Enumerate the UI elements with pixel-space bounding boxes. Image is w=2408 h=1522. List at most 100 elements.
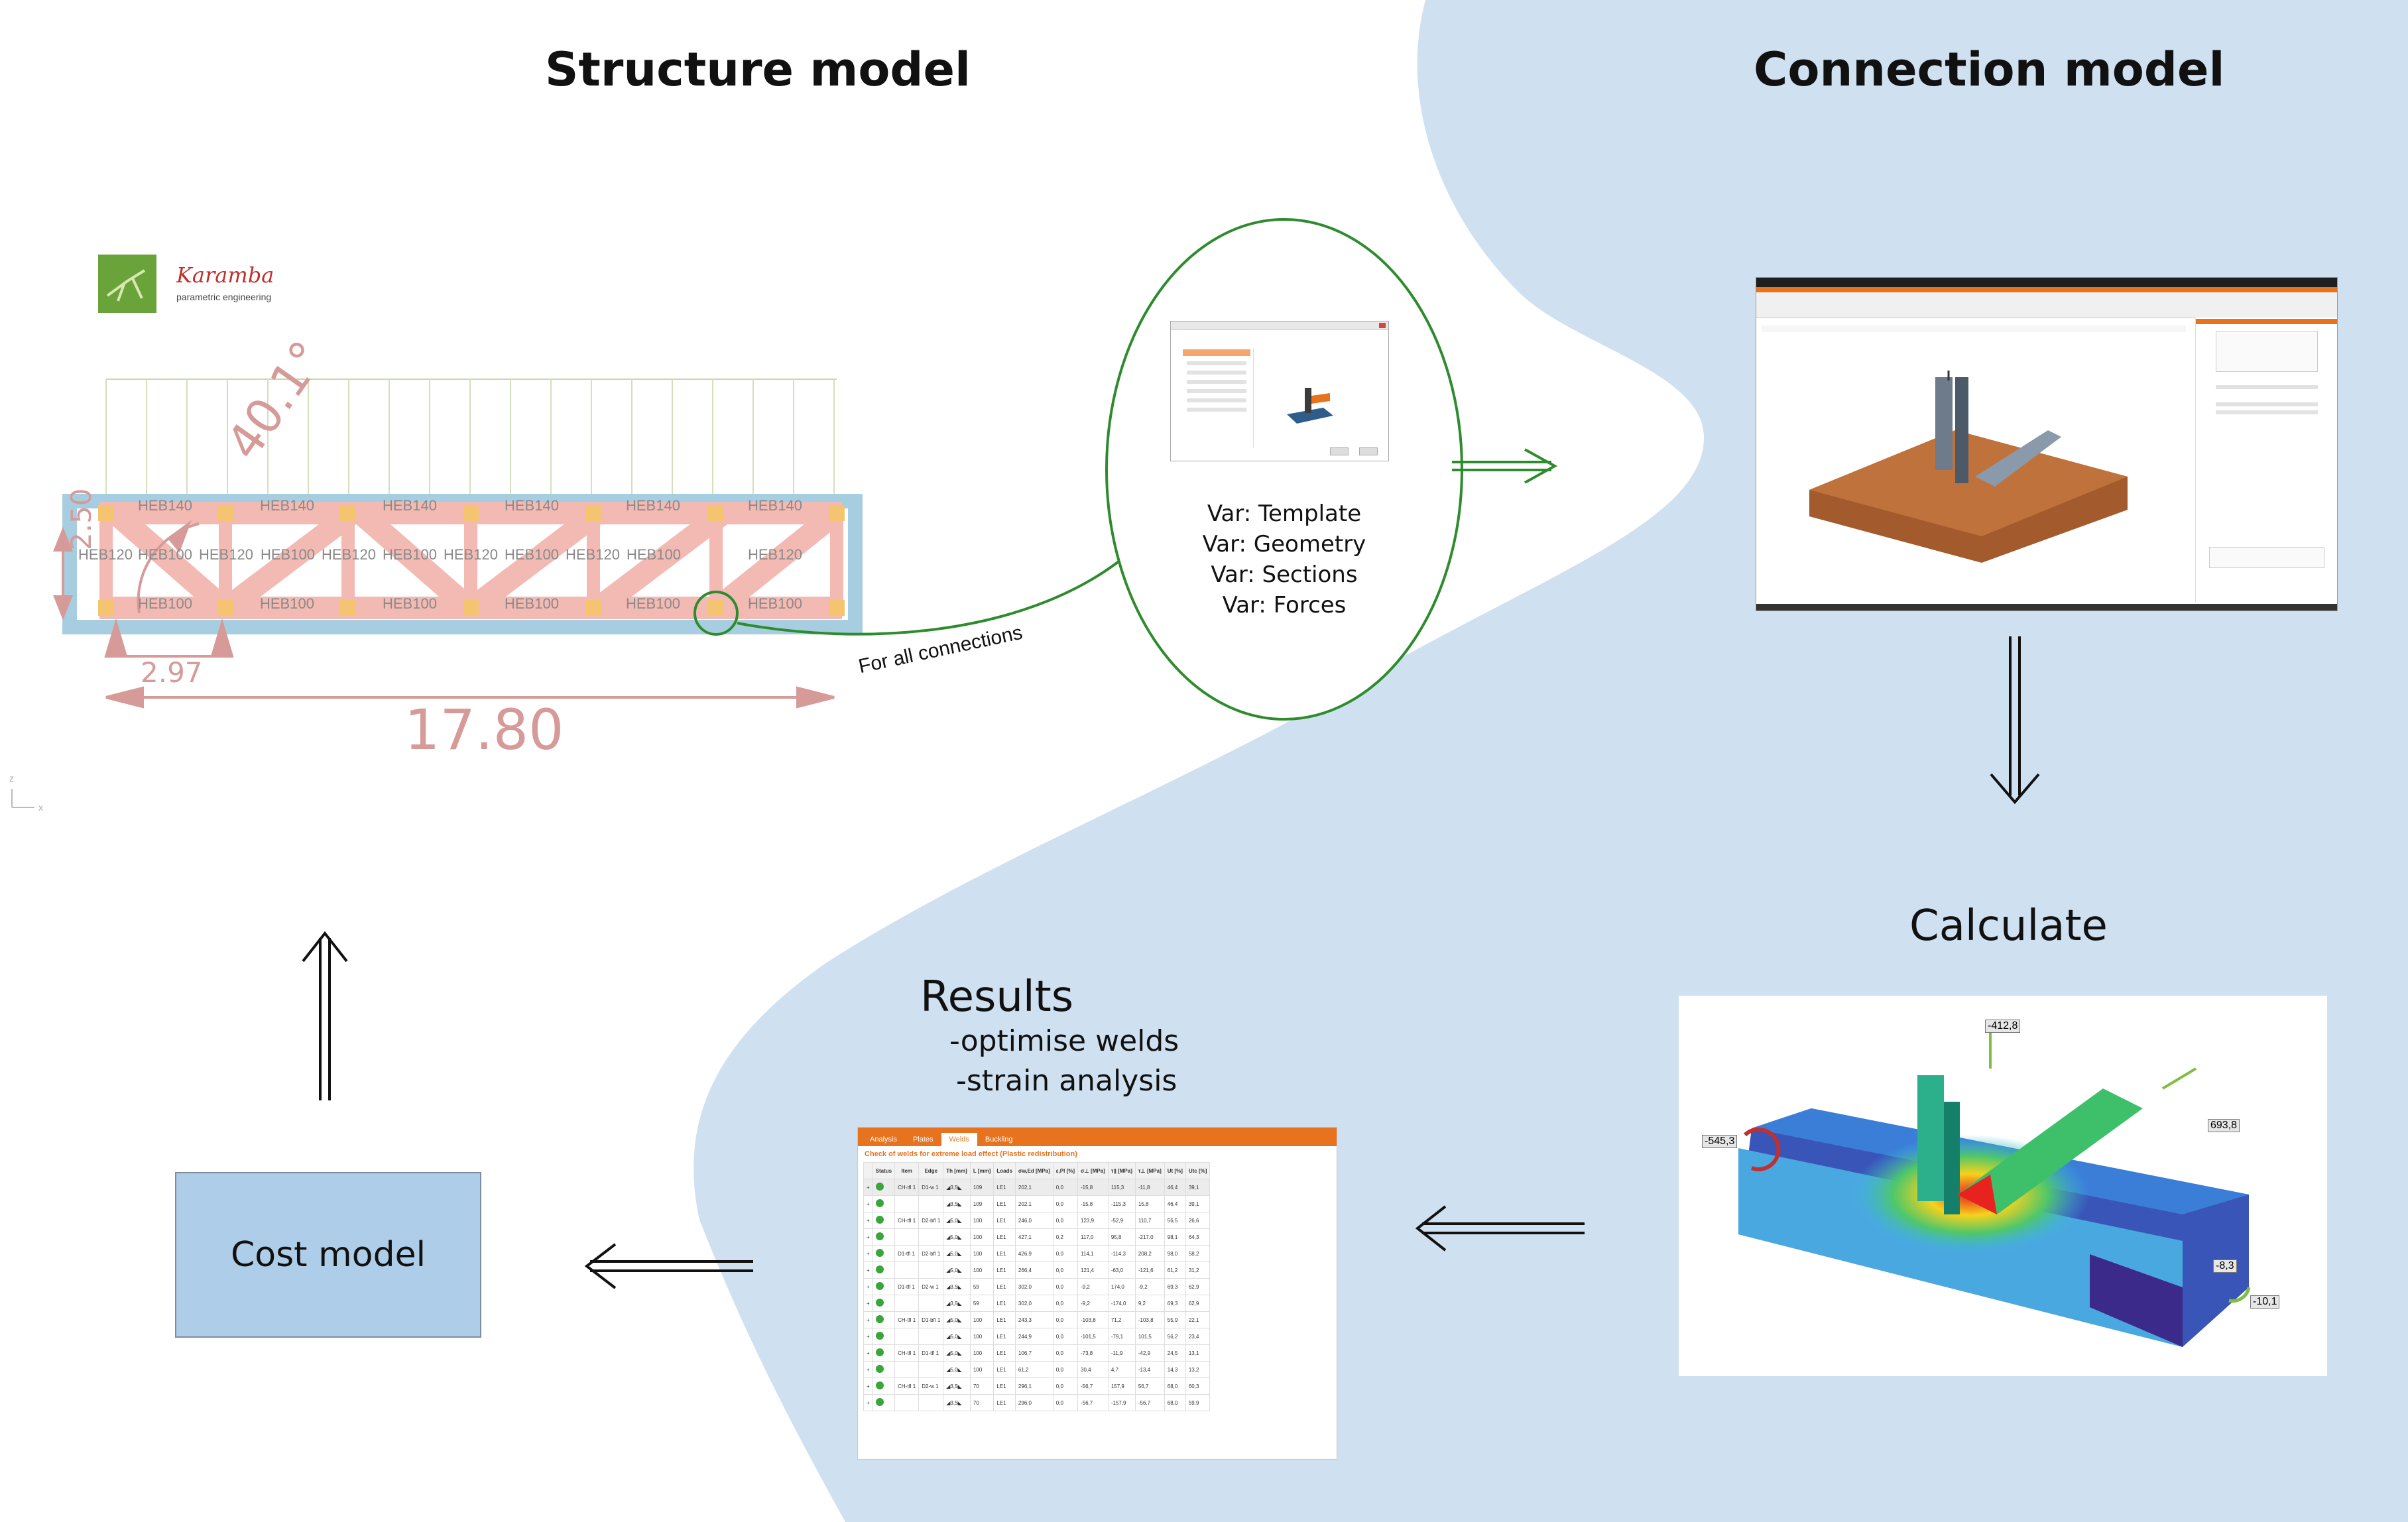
truss-node: [217, 505, 233, 521]
table-cell: 56,7: [1134, 1377, 1165, 1395]
results-tab-welds[interactable]: Welds: [941, 1133, 977, 1146]
table-cell: 56,5: [1164, 1212, 1186, 1229]
expand-icon[interactable]: +: [863, 1344, 873, 1362]
expand-icon[interactable]: +: [863, 1228, 873, 1246]
top-chord-label: HEB140: [260, 497, 314, 514]
expand-icon[interactable]: +: [863, 1311, 873, 1328]
column-header: τ⊥ [MPa]: [1134, 1162, 1165, 1179]
table-cell: -174,0: [1107, 1295, 1136, 1312]
table-cell: 0,0: [1052, 1195, 1079, 1212]
template-preview-icon: [1287, 388, 1333, 424]
expand-icon[interactable]: +: [863, 1295, 873, 1312]
table-cell: 157,9: [1107, 1377, 1136, 1395]
check-icon: [875, 1216, 884, 1224]
expand-icon[interactable]: +: [863, 1394, 873, 1411]
connection-model-title: Connection model: [1754, 42, 2225, 97]
truss-nodes: [98, 505, 845, 616]
table-cell: 100: [969, 1261, 994, 1279]
status-ok-icon: [872, 1228, 896, 1246]
expand-icon[interactable]: +: [863, 1245, 873, 1262]
table-cell: -56,7: [1134, 1394, 1165, 1411]
app-ribbon-tabs: [1756, 287, 2337, 292]
app-statusbar: [1756, 604, 2337, 611]
panel-dimension: 2.97: [141, 656, 203, 689]
table-cell: ◢5,0◣: [943, 1328, 971, 1345]
table-cell: 98,1: [1164, 1228, 1186, 1246]
column-header: σw,Ed [MPa]: [1014, 1162, 1054, 1179]
table-cell: 0,0: [1052, 1311, 1079, 1328]
column-header: Th [mm]: [943, 1162, 971, 1179]
expand-icon[interactable]: +: [863, 1261, 873, 1279]
table-cell: -9,2: [1134, 1278, 1165, 1295]
grasshopper-icon: [106, 269, 146, 302]
table-cell: [894, 1394, 920, 1411]
table-cell: 24,5: [1164, 1344, 1186, 1362]
table-cell: CH-tfl 1: [894, 1344, 920, 1362]
table-cell: 46,4: [1164, 1195, 1186, 1212]
results-tab-plates[interactable]: Plates: [912, 1136, 933, 1143]
table-cell: 243,3: [1014, 1311, 1054, 1328]
karamba-wordmark: Karamba: [176, 263, 274, 288]
check-icon: [875, 1265, 884, 1273]
table-cell: 98,0: [1164, 1245, 1186, 1262]
expand-icon[interactable]: +: [863, 1195, 873, 1212]
table-cell: -63,0: [1107, 1261, 1136, 1279]
table-cell: 0,0: [1052, 1261, 1079, 1279]
table-cell: -157,9: [1107, 1394, 1136, 1411]
expand-icon[interactable]: +: [863, 1278, 873, 1295]
arrow-left-to-cost: [584, 1243, 753, 1289]
table-cell: 0,0: [1052, 1295, 1079, 1312]
status-ok-icon: [872, 1377, 896, 1395]
expand-icon[interactable]: +: [863, 1328, 873, 1345]
results-tab-buckling[interactable]: Buckling: [985, 1136, 1013, 1143]
truss-vertical: [99, 514, 113, 610]
top-chord-label: HEB140: [748, 497, 802, 514]
table-cell: 202,1: [1014, 1179, 1054, 1196]
selected-connection-ring: [693, 591, 739, 636]
truss-vertical: [341, 514, 355, 610]
table-cell: 39,1: [1185, 1179, 1211, 1196]
table-cell: D2-bfl 1: [918, 1212, 944, 1229]
expand-icon[interactable]: +: [863, 1179, 873, 1196]
vertical-member-label: HEB120: [322, 546, 376, 563]
results-tab-analysis[interactable]: Analysis: [870, 1136, 897, 1143]
table-cell: [918, 1328, 944, 1345]
truss-node: [340, 505, 356, 521]
check-icon: [875, 1332, 884, 1340]
expand-icon[interactable]: +: [863, 1377, 873, 1395]
column-header: Edge: [918, 1162, 944, 1179]
status-ok-icon: [872, 1295, 896, 1312]
load-lines: [105, 379, 837, 510]
force-tag-end-upper: -8,3: [2213, 1259, 2237, 1273]
column-header: τ|| [MPa]: [1107, 1162, 1136, 1179]
table-cell: 4,7: [1107, 1361, 1136, 1378]
truss-node: [585, 505, 601, 521]
table-cell: CH-tfl 1: [894, 1212, 920, 1229]
expand-icon[interactable]: +: [863, 1361, 873, 1378]
status-ok-icon: [872, 1311, 896, 1328]
table-cell: D2-w 1: [918, 1377, 944, 1395]
table-cell: D2-bfl 1: [918, 1245, 944, 1262]
table-cell: 115,3: [1107, 1179, 1136, 1196]
table-cell: 208,2: [1134, 1245, 1165, 1262]
table-cell: -15,8: [1077, 1179, 1109, 1196]
table-cell: 100: [969, 1361, 994, 1378]
status-ok-icon: [872, 1394, 896, 1411]
expand-icon[interactable]: +: [863, 1212, 873, 1229]
table-cell: ◢5,0◣: [943, 1311, 971, 1328]
